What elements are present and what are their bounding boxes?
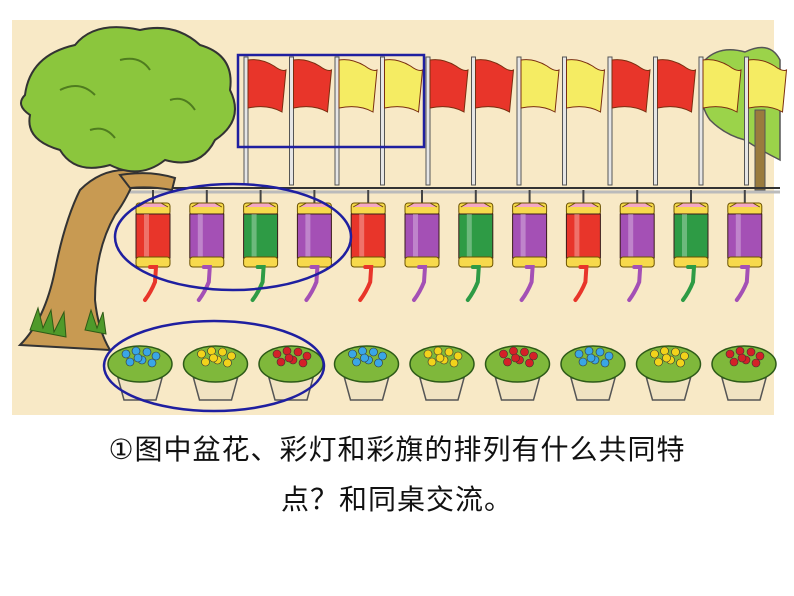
flower-group-highlight: [102, 319, 326, 413]
red-flower-pot: [711, 345, 777, 401]
question-line-1: ①图中盆花、彩灯和彩旗的排列有什么共同特: [108, 433, 686, 466]
red-flag: [607, 56, 651, 186]
red-lantern: [135, 190, 171, 302]
lantern-row: [135, 190, 763, 302]
flower-pot-row: [107, 345, 777, 401]
blue-flower-pot: [560, 345, 626, 401]
purple-lantern: [619, 190, 655, 302]
yellow-flower-pot: [635, 345, 702, 401]
green-lantern: [458, 190, 494, 302]
yellow-flower-pot: [409, 345, 475, 401]
green-lantern: [673, 190, 709, 302]
flag-group-highlight: [236, 53, 426, 149]
yellow-flag: [744, 56, 788, 186]
green-lantern: [243, 190, 279, 302]
red-flower-pot: [484, 345, 551, 401]
red-flag: [289, 56, 333, 186]
red-lantern: [565, 190, 601, 302]
purple-lantern: [512, 190, 548, 302]
purple-lantern: [404, 190, 440, 302]
lantern-group-highlight: [113, 182, 353, 292]
purple-lantern: [189, 190, 225, 302]
yellow-flower-pot: [182, 345, 249, 401]
yellow-flag: [516, 56, 560, 186]
red-lantern: [350, 190, 386, 302]
red-flag: [425, 56, 469, 186]
purple-lantern: [296, 190, 332, 302]
red-flower-pot: [258, 345, 324, 401]
yellow-flag: [380, 56, 424, 186]
yellow-flag: [562, 56, 606, 186]
red-flag: [653, 56, 697, 186]
purple-lantern: [727, 190, 763, 302]
question-line-2: 点？和同桌交流。: [280, 483, 513, 516]
tree-left: [17, 26, 236, 352]
red-flag: [471, 56, 515, 186]
flag-row: [243, 56, 788, 186]
red-flag: [243, 56, 287, 186]
scene-illustration: [12, 20, 788, 415]
yellow-flag: [698, 56, 742, 186]
blue-flower-pot: [333, 345, 400, 401]
yellow-flag: [334, 56, 378, 186]
